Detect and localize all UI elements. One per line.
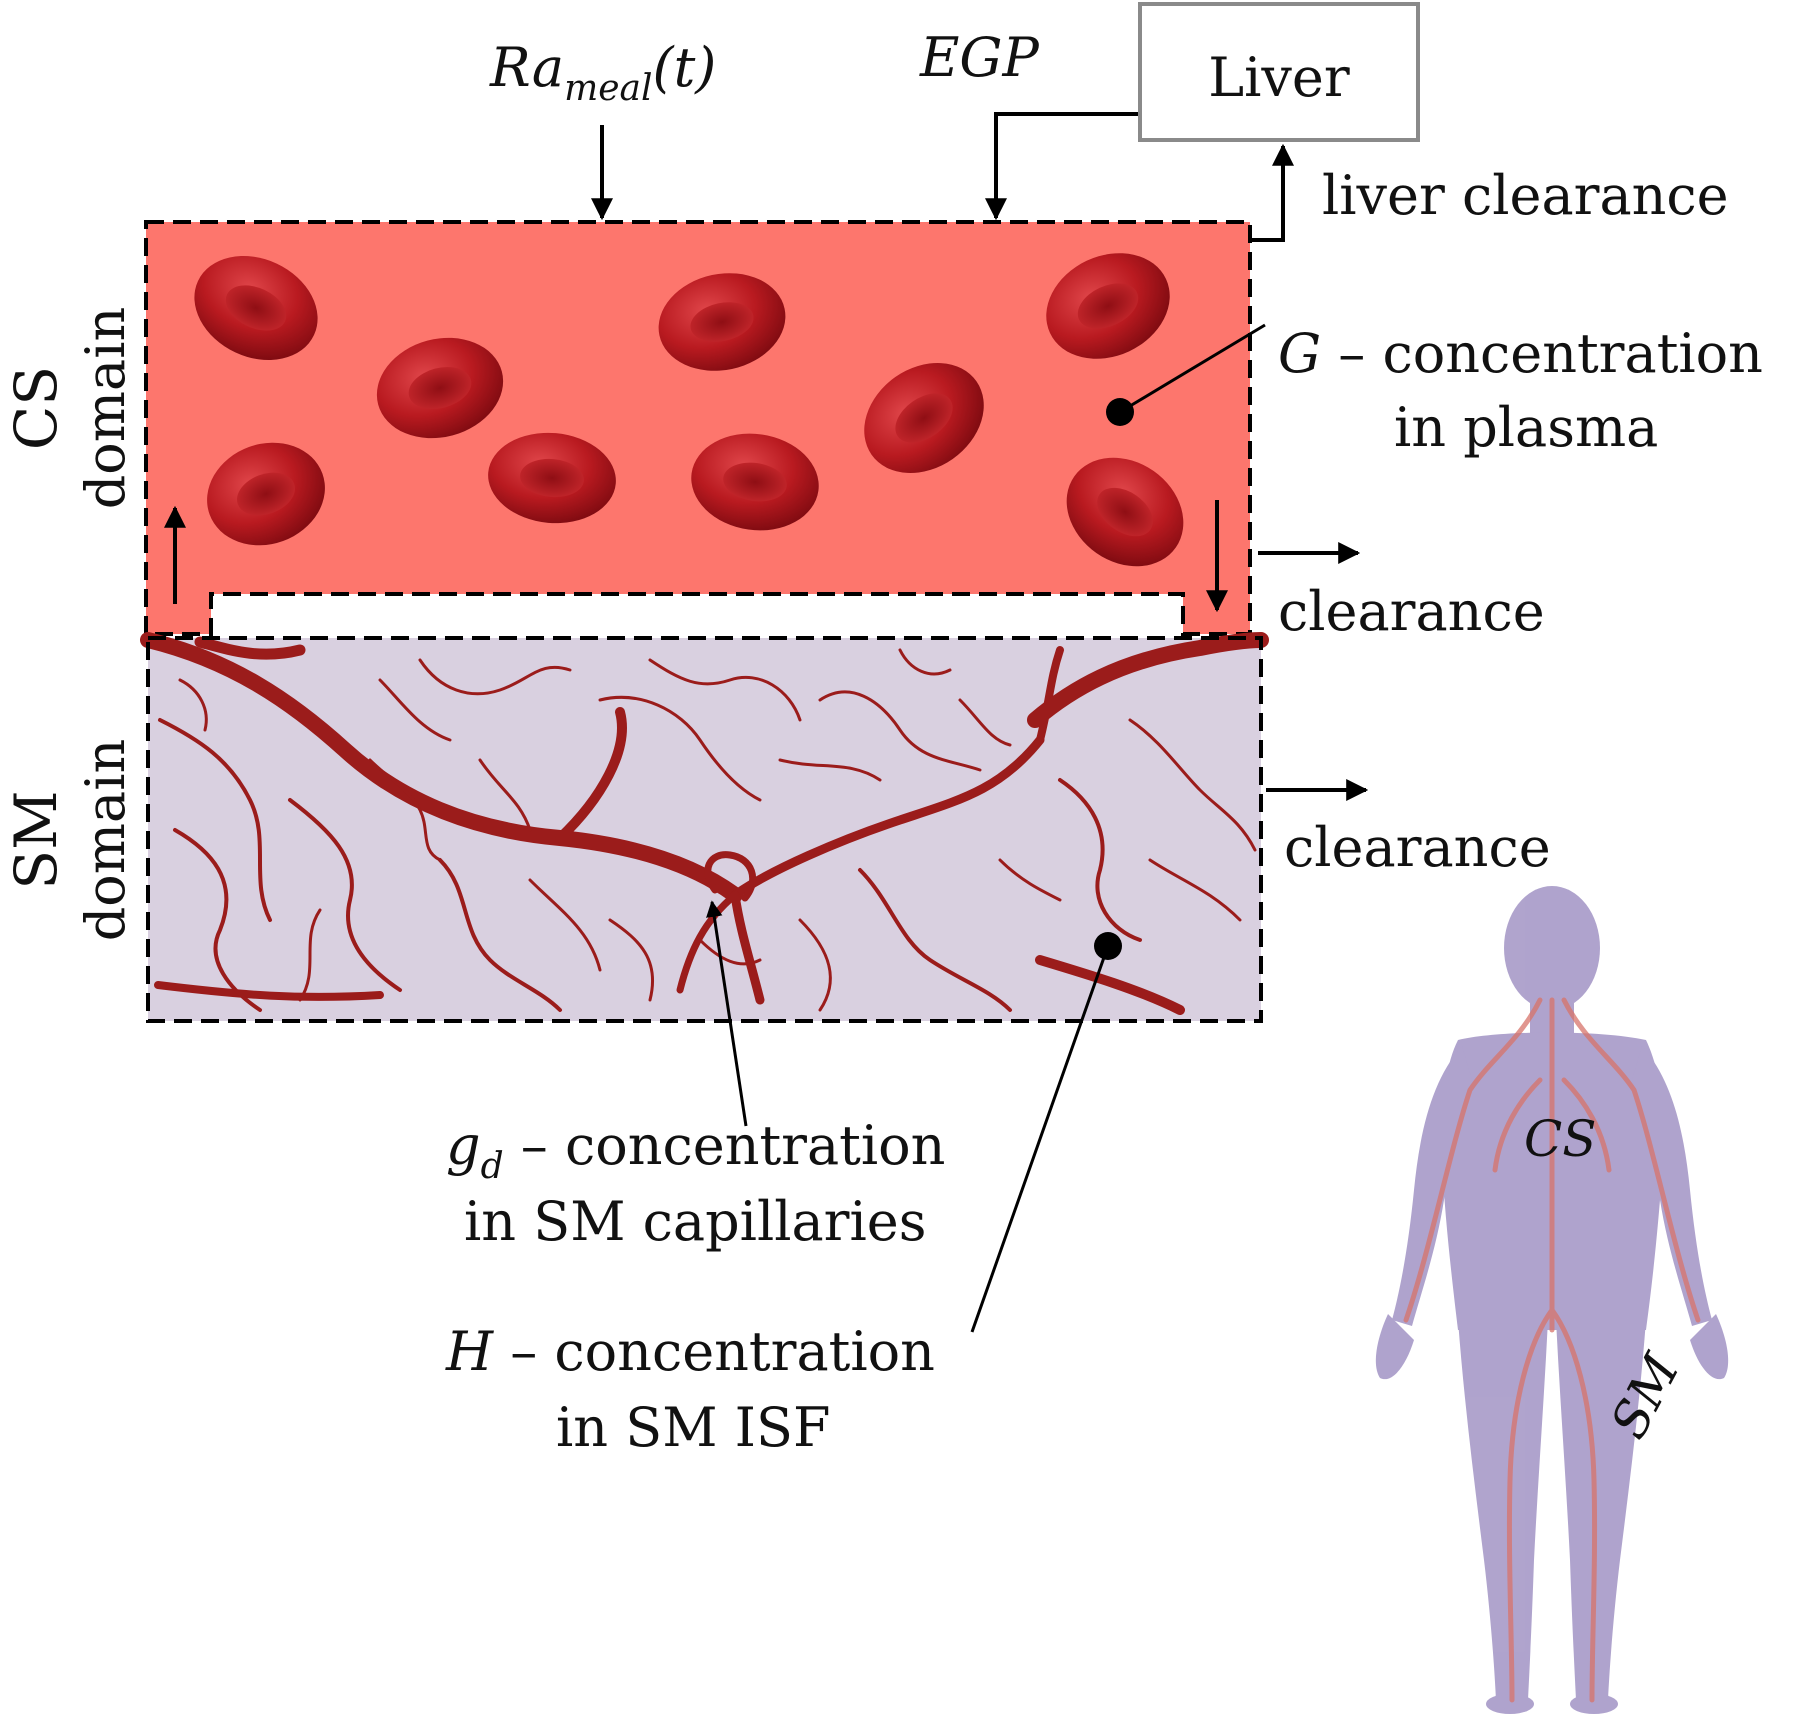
cs-domain-abbr: CS — [2, 366, 70, 450]
ra-meal-subscript: meal — [564, 68, 652, 109]
left-leg — [1458, 1320, 1548, 1700]
plasma-annotation-line2: in plasma — [1394, 396, 1658, 459]
gd-symbol: g — [446, 1114, 481, 1177]
liver-label: Liver — [1208, 46, 1350, 109]
isf-annotation-line2: in SM ISF — [556, 1396, 830, 1459]
ra-meal-label: Rameal(t) — [489, 36, 716, 109]
liver-box-group: Liver — [1140, 4, 1418, 140]
ra-meal-argument: (t) — [653, 36, 717, 99]
sm-domain-word: domain — [74, 739, 137, 942]
egp-arrow — [996, 114, 1140, 218]
head — [1504, 886, 1600, 1010]
cs-domain-word: domain — [74, 307, 137, 510]
egp-input: EGP — [919, 26, 1140, 218]
sm-clearance-group: clearance — [1266, 790, 1551, 879]
body-cs-label: CS — [1524, 1110, 1597, 1168]
sm-domain-label: SM domain — [2, 739, 137, 942]
egp-label: EGP — [919, 26, 1041, 89]
sm-tissue-area — [148, 638, 1261, 1021]
cs-clearance-label: clearance — [1278, 580, 1545, 643]
sm-domain-region — [148, 638, 1261, 1021]
sm-clearance-label: clearance — [1284, 816, 1551, 879]
capillary-annotation-line1: gd – concentration — [446, 1114, 945, 1187]
liver-clearance-arrow — [1250, 146, 1283, 240]
human-body-figure: CS SM — [1376, 886, 1728, 1714]
liver-clearance-label: liver clearance — [1322, 164, 1729, 227]
gd-subscript: d — [481, 1146, 504, 1187]
cs-domain-label: CS domain — [2, 307, 137, 510]
ra-meal-main: Ra — [489, 36, 564, 99]
plasma-annotation-line1: G – concentration — [1278, 322, 1763, 385]
h-symbol: H — [445, 1320, 494, 1383]
isf-annotation-line1: H – concentration — [445, 1320, 935, 1383]
cs-clearance-group: clearance — [1258, 553, 1545, 643]
liver-clearance-group: liver clearance — [1250, 146, 1729, 240]
capillary-annotation-line2: in SM capillaries — [464, 1190, 926, 1253]
meal-input: Rameal(t) — [489, 36, 716, 218]
g-symbol: G — [1278, 322, 1321, 385]
sm-domain-abbr: SM — [2, 790, 70, 889]
cs-domain-region — [146, 222, 1250, 634]
